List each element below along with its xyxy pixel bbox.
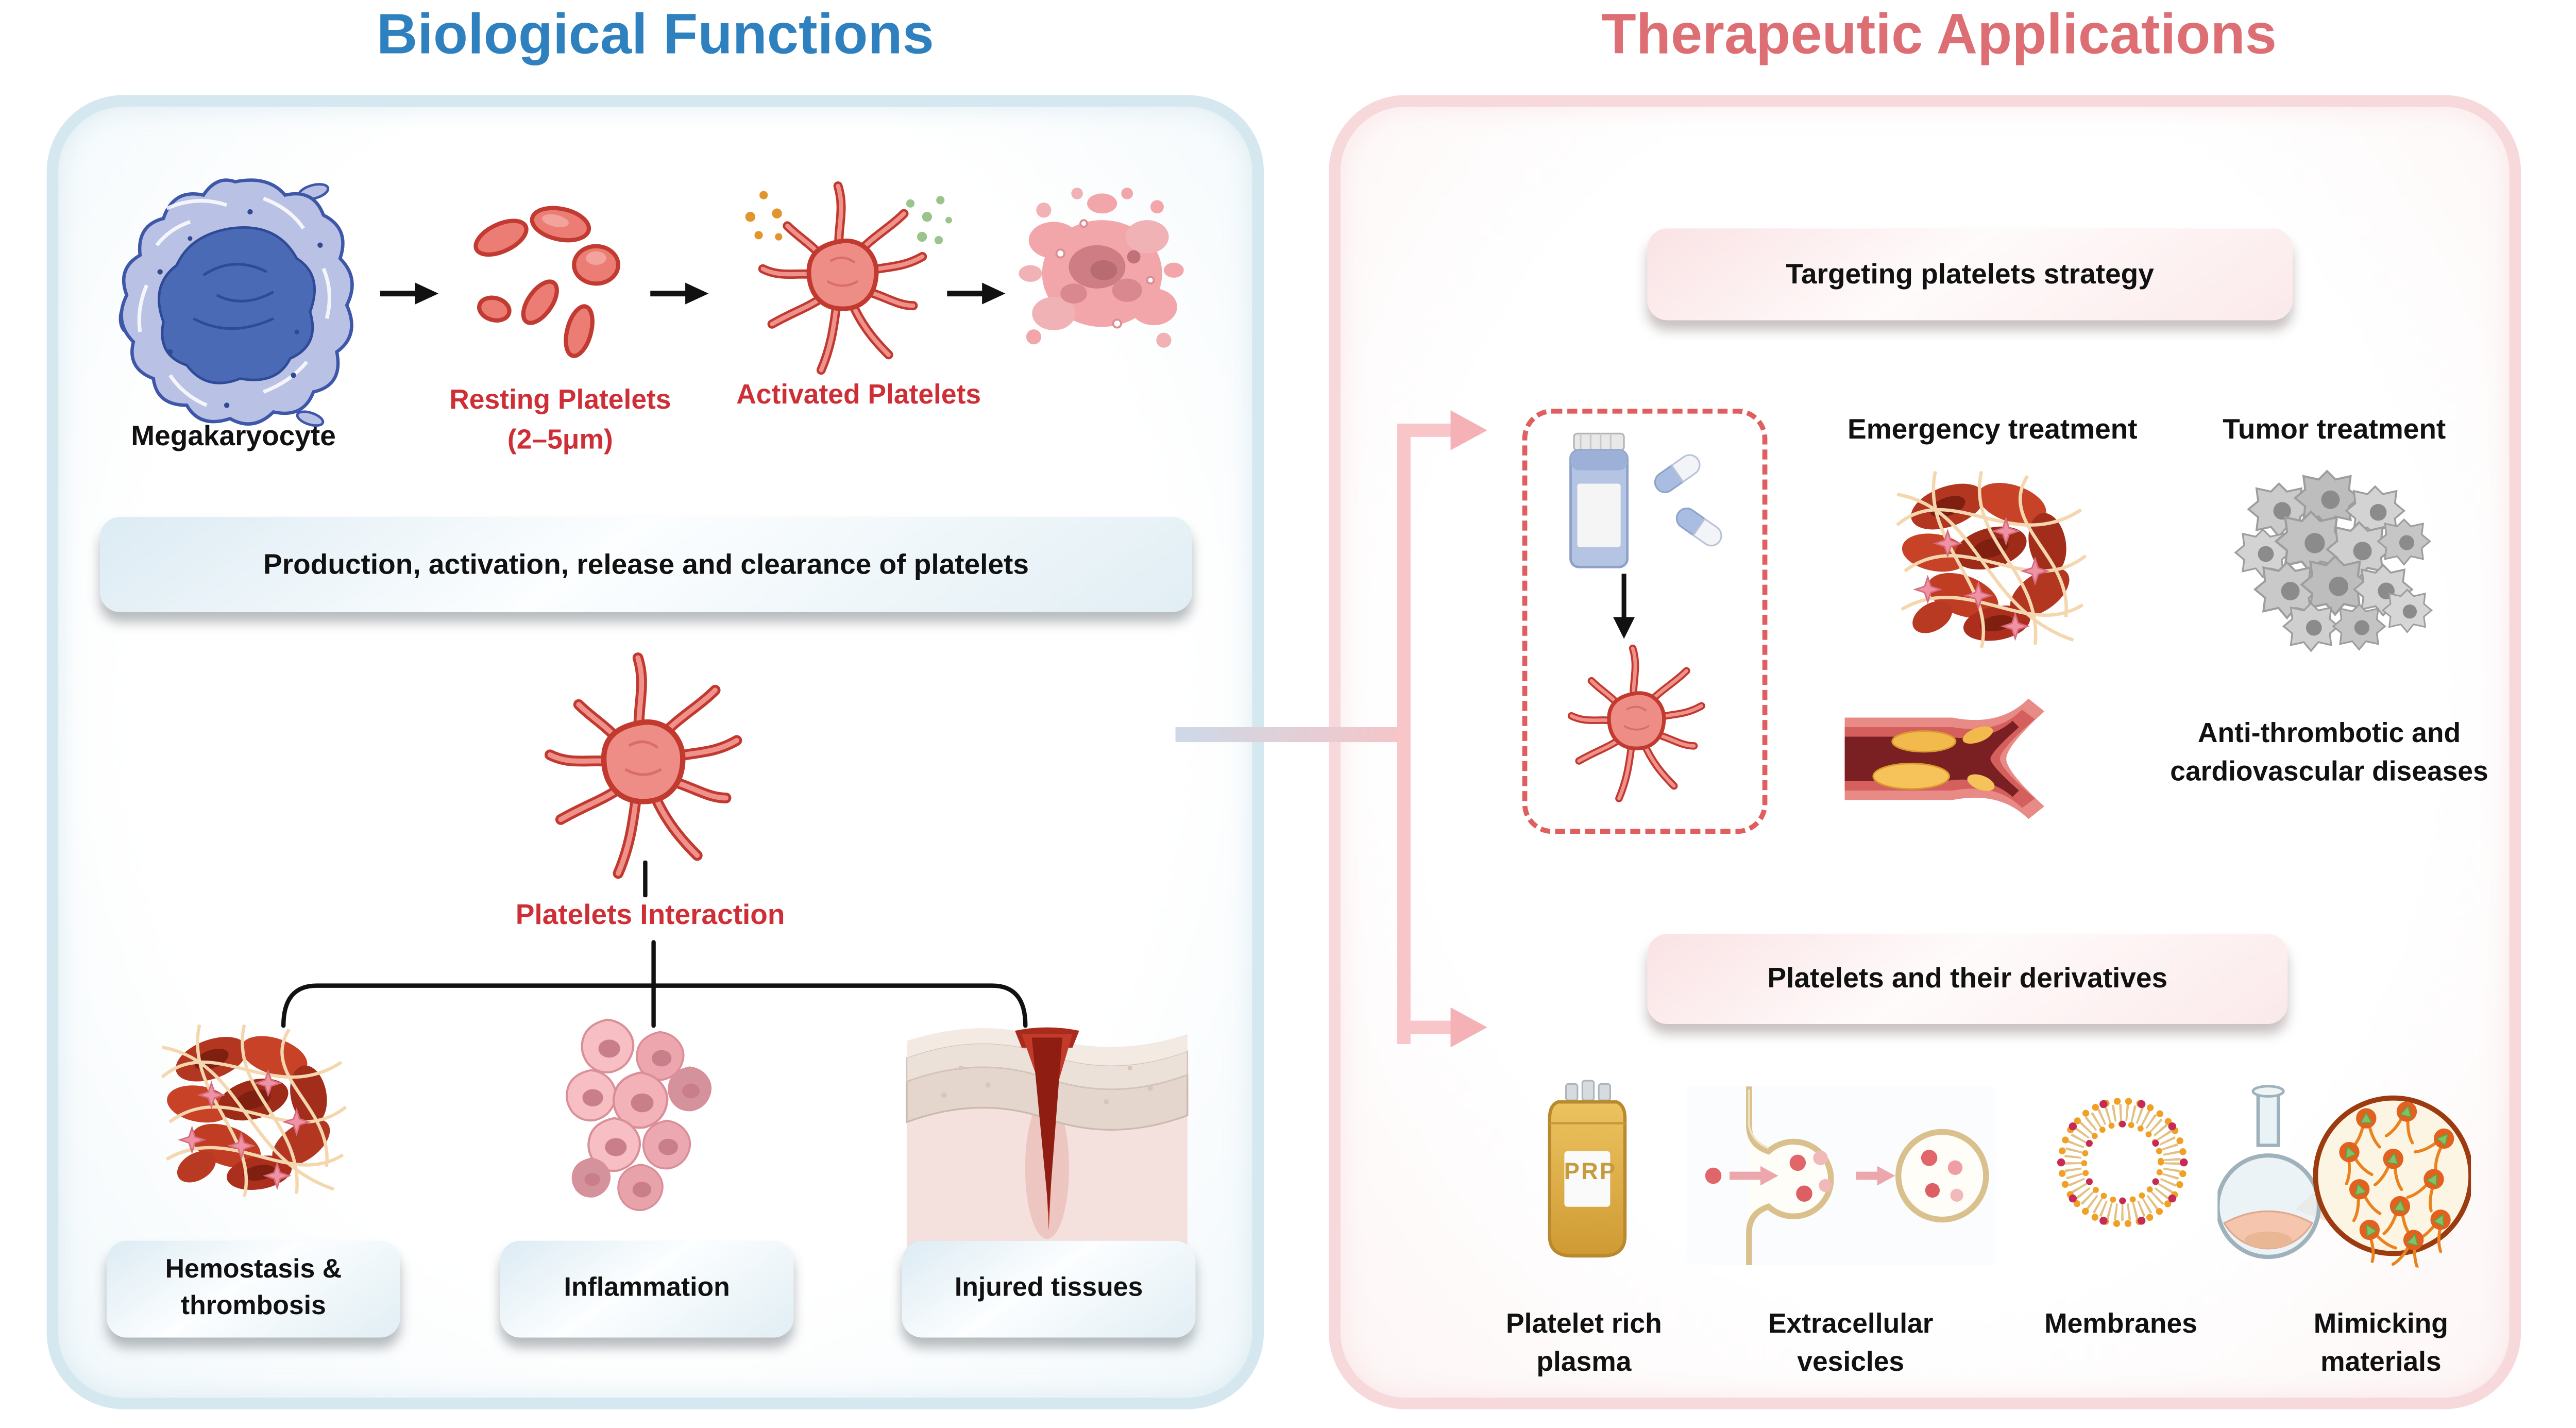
platelet-aggregate-illustration	[1019, 188, 1184, 348]
outcome-box-injured-tissues: Injured tissues	[902, 1240, 1196, 1338]
anti-thrombotic-line1: Anti-thrombotic and	[2197, 718, 2461, 749]
tumor-treatment-label: Tumor treatment	[2223, 413, 2446, 446]
production-box: Production, activation, release and clea…	[100, 517, 1192, 612]
production-box-label: Production, activation, release and clea…	[263, 548, 1029, 580]
outcome-hemostasis-line2: thrombosis	[180, 1292, 326, 1321]
resting-label-line2: (2–5μm)	[507, 425, 613, 456]
megakaryocyte-illustration	[118, 178, 354, 427]
derivative-ev-line1: Extracellular	[1768, 1309, 1934, 1339]
resting-label-line1: Resting Platelets	[449, 385, 671, 415]
connector-arrows	[1175, 410, 1487, 1048]
down-arrow-icon	[1613, 574, 1635, 639]
derivative-label-prp: Platelet rich plasma	[1467, 1306, 1701, 1383]
derivative-label-membranes: Membranes	[2004, 1306, 2238, 1344]
outcome-inflammation-label: Inflammation	[564, 1274, 730, 1303]
right-arrow-icon	[650, 280, 710, 307]
outcome-hemostasis-line1: Hemostasis &	[165, 1255, 342, 1284]
megakaryocyte-label: Megakaryocyte	[131, 420, 336, 452]
outcome-box-hemostasis: Hemostasis & thrombosis	[107, 1240, 400, 1338]
targeting-strategy-dashed-box	[1522, 408, 1768, 834]
left-panel-title: Biological Functions	[376, 3, 934, 67]
prp-bag-icon	[1548, 1080, 1627, 1258]
derivative-mimicking-line2: materials	[2320, 1347, 2442, 1378]
anti-thrombotic-line2: cardiovascular diseases	[2170, 757, 2488, 787]
blood-clot-illustration	[1880, 464, 2097, 656]
derivative-label-ev: Extracellular vesicles	[1734, 1306, 1968, 1383]
membrane-ring-icon	[2057, 1097, 2188, 1228]
derivatives-box-label: Platelets and their derivatives	[1767, 962, 2168, 994]
branch-bracket	[281, 940, 1028, 1028]
connector-line	[643, 860, 648, 898]
extracellular-vesicles-icon	[1687, 1086, 1996, 1265]
outcome-injured-tissues-label: Injured tissues	[954, 1274, 1143, 1303]
blood-vessel-illustration	[1844, 698, 2044, 819]
derivative-membranes-line1: Membranes	[2044, 1309, 2197, 1339]
flask-icon	[2217, 1085, 2471, 1268]
pill-bottle-icon	[1569, 432, 1726, 568]
emergency-treatment-label: Emergency treatment	[1848, 413, 2138, 446]
right-arrow-icon	[380, 280, 440, 307]
injured-tissue-illustration	[906, 1027, 1189, 1258]
derivative-label-mimicking: Mimicking materials	[2264, 1306, 2498, 1383]
activated-platelet-illustration	[745, 167, 952, 392]
anti-thrombotic-label: Anti-thrombotic and cardiovascular disea…	[2147, 715, 2511, 792]
strategy-box: Targeting platelets strategy	[1647, 228, 2293, 321]
activated-platelets-label: Activated Platelets	[736, 380, 981, 411]
platelets-interaction-label: Platelets Interaction	[515, 899, 785, 931]
derivative-prp-line1: Platelet rich	[1506, 1309, 1662, 1339]
outcome-box-inflammation: Inflammation	[500, 1240, 794, 1338]
prp-bag-label: PRP	[1564, 1157, 1617, 1184]
derivative-mimicking-line1: Mimicking	[2313, 1309, 2448, 1339]
blood-clot-illustration	[154, 1017, 350, 1204]
derivatives-box: Platelets and their derivatives	[1647, 934, 2288, 1024]
activated-platelet-illustration	[1564, 639, 1714, 805]
resting-platelets-illustration	[473, 206, 621, 358]
inflammation-cells-illustration	[544, 1011, 712, 1211]
strategy-box-label: Targeting platelets strategy	[1786, 258, 2154, 290]
right-panel-title: Therapeutic Applications	[1601, 3, 2277, 67]
tumor-cluster-illustration	[2234, 470, 2433, 652]
derivative-ev-line2: vesicles	[1797, 1347, 1905, 1378]
resting-platelets-label: Resting Platelets (2–5μm)	[427, 380, 693, 460]
right-arrow-icon	[947, 280, 1007, 307]
activated-platelet-illustration	[537, 647, 757, 881]
derivative-prp-line2: plasma	[1536, 1347, 1632, 1378]
